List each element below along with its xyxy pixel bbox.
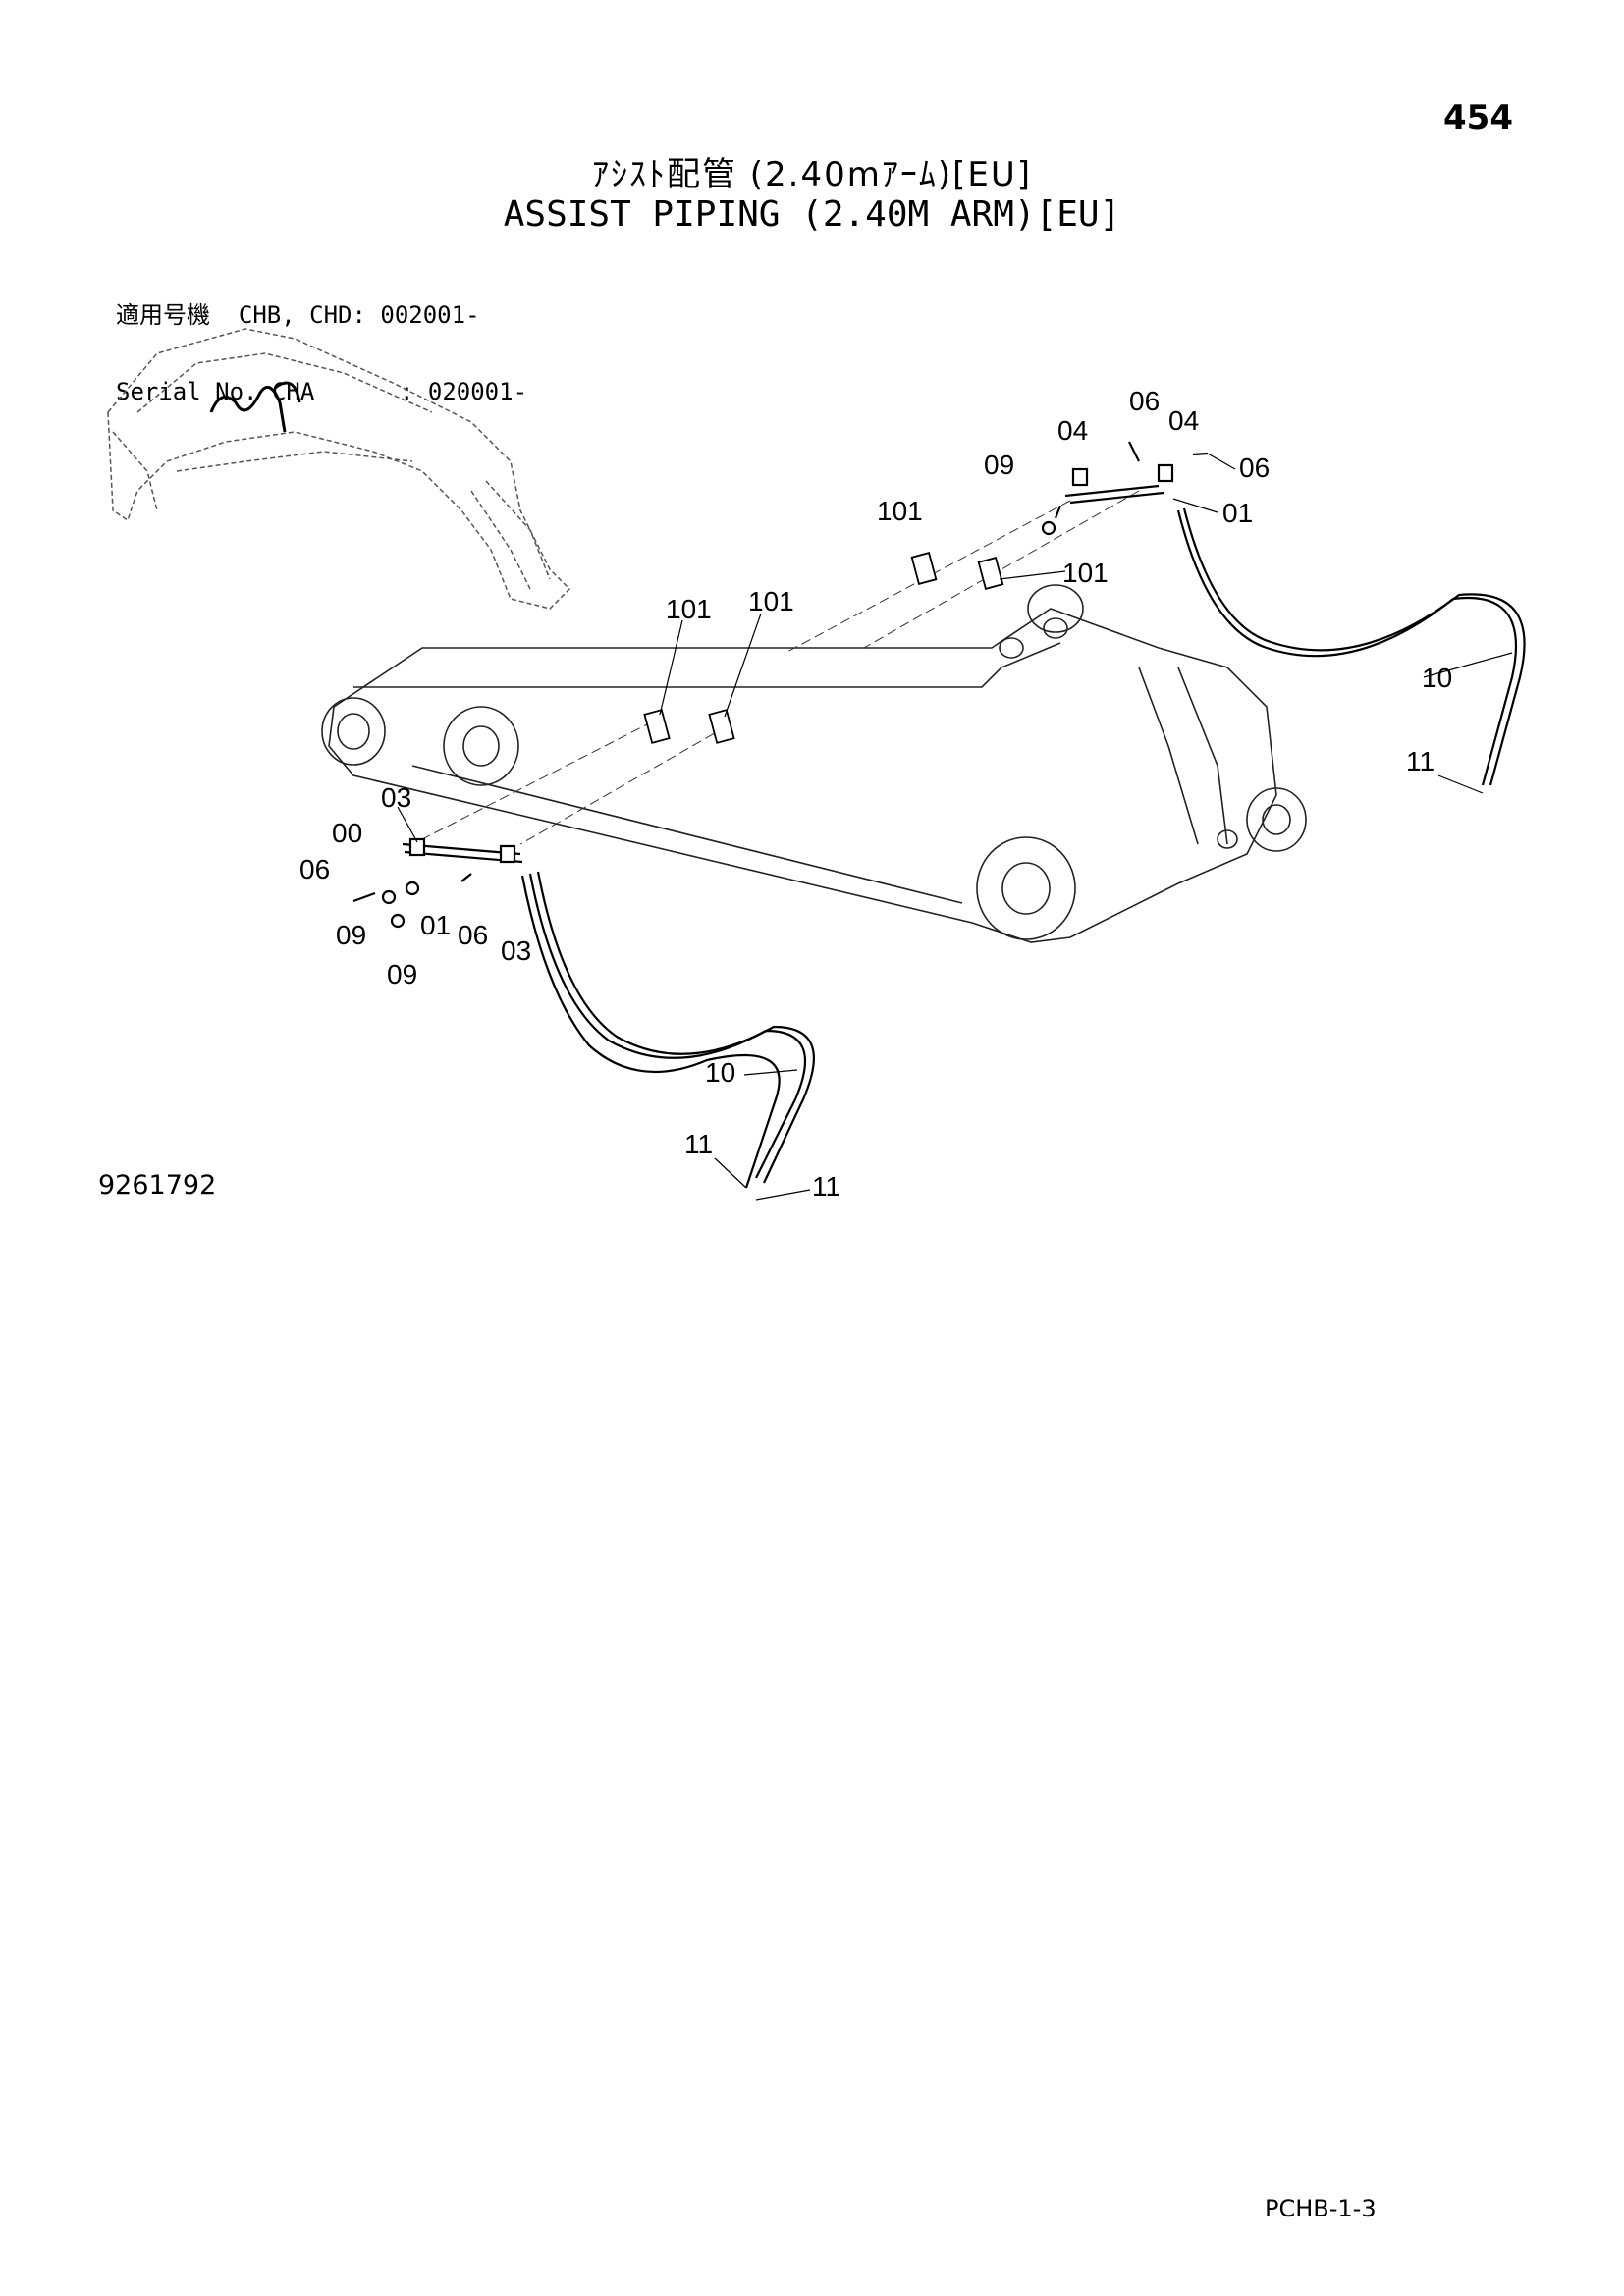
excavator-inset-drawing: [107, 328, 571, 610]
serial-number-line: Serial No. CHA : 020001-: [116, 378, 528, 405]
title-english: ASSIST PIPING (2.40M ARM)[EU]: [503, 194, 1121, 235]
callout-06: 06: [1239, 453, 1270, 483]
callout-03: 03: [381, 782, 411, 813]
catalog-code: PCHB-1-3: [1265, 2195, 1377, 2222]
title-japanese: ｱｼｽﾄ配管 (2.40mｱｰﾑ)[EU]: [591, 155, 1033, 194]
callout-01: 01: [1222, 498, 1253, 528]
callout-101: 101: [666, 594, 712, 624]
callout-101: 101: [877, 496, 923, 526]
callout-11: 11: [684, 1129, 713, 1159]
applicable-models-line: 適用号機 CHB, CHD: 002001-: [116, 301, 480, 329]
inset-highlight-piping: [209, 381, 301, 433]
callout-04: 04: [1057, 415, 1088, 446]
callout-06: 06: [1129, 386, 1160, 416]
drawing-number: 9261792: [98, 1170, 217, 1201]
clamp-parts: [643, 552, 1004, 744]
callout-01: 01: [420, 910, 451, 940]
parts-diagram: 06 04 04 06 09 01 101 101 101 101 10 11 …: [107, 328, 1526, 1201]
callout-11: 11: [1406, 746, 1435, 776]
callout-09: 09: [984, 450, 1014, 480]
callout-11: 11: [812, 1171, 840, 1201]
mounting-reference-lines: [411, 490, 1140, 845]
applicable-serials: 適用号機 CHB, CHD: 002001- Serial No. CHA : …: [116, 251, 527, 430]
callout-09: 09: [336, 920, 366, 950]
top-pipe-assembly: [1041, 441, 1526, 786]
part-callouts: 06 04 04 06 09 01 101 101 101 101 10 11 …: [299, 386, 1452, 1201]
bottom-pipe-assembly: [352, 837, 815, 1189]
callout-03: 03: [501, 935, 531, 966]
page-number: 454: [1443, 98, 1513, 137]
arm-body: [321, 584, 1307, 943]
leader-lines: [397, 453, 1513, 1201]
callout-101: 101: [748, 586, 794, 616]
callout-04: 04: [1168, 405, 1199, 436]
callout-06: 06: [299, 854, 330, 884]
callout-00: 00: [332, 818, 362, 848]
callout-09: 09: [387, 959, 417, 989]
callout-10: 10: [1422, 663, 1452, 693]
callout-101: 101: [1062, 558, 1109, 588]
callout-10: 10: [705, 1057, 735, 1088]
callout-06: 06: [458, 920, 488, 950]
